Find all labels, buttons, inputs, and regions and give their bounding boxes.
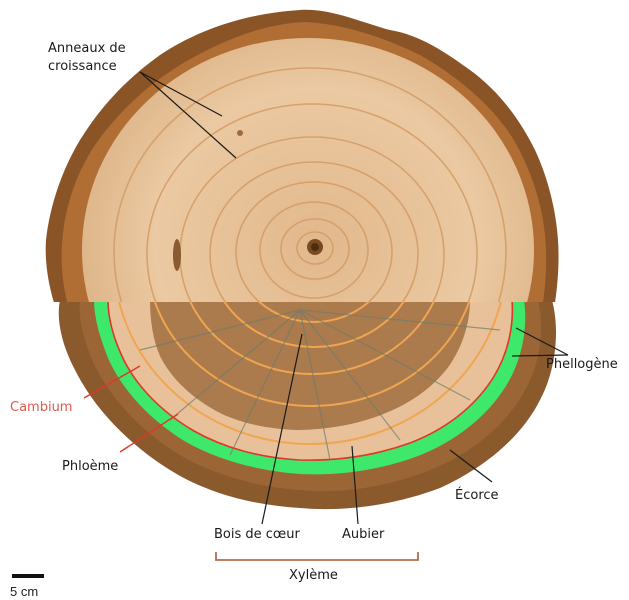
label-phloem: Phloème bbox=[62, 459, 118, 474]
scale-bar-label: 5 cm bbox=[10, 584, 38, 599]
label-growth-rings-line1: Anneaux de bbox=[48, 41, 126, 56]
knot bbox=[173, 239, 181, 271]
label-xylem: Xylème bbox=[289, 568, 338, 583]
label-cambium: Cambium bbox=[10, 400, 72, 415]
label-sapwood: Aubier bbox=[342, 527, 385, 542]
label-growth-rings-line2: croissance bbox=[48, 59, 117, 74]
xylem-bracket bbox=[216, 552, 418, 560]
label-phellogen: Phellogène bbox=[546, 357, 618, 372]
label-bark: Écorce bbox=[455, 487, 499, 503]
scale-bar bbox=[12, 574, 44, 578]
label-heartwood: Bois de cœur bbox=[214, 527, 300, 542]
